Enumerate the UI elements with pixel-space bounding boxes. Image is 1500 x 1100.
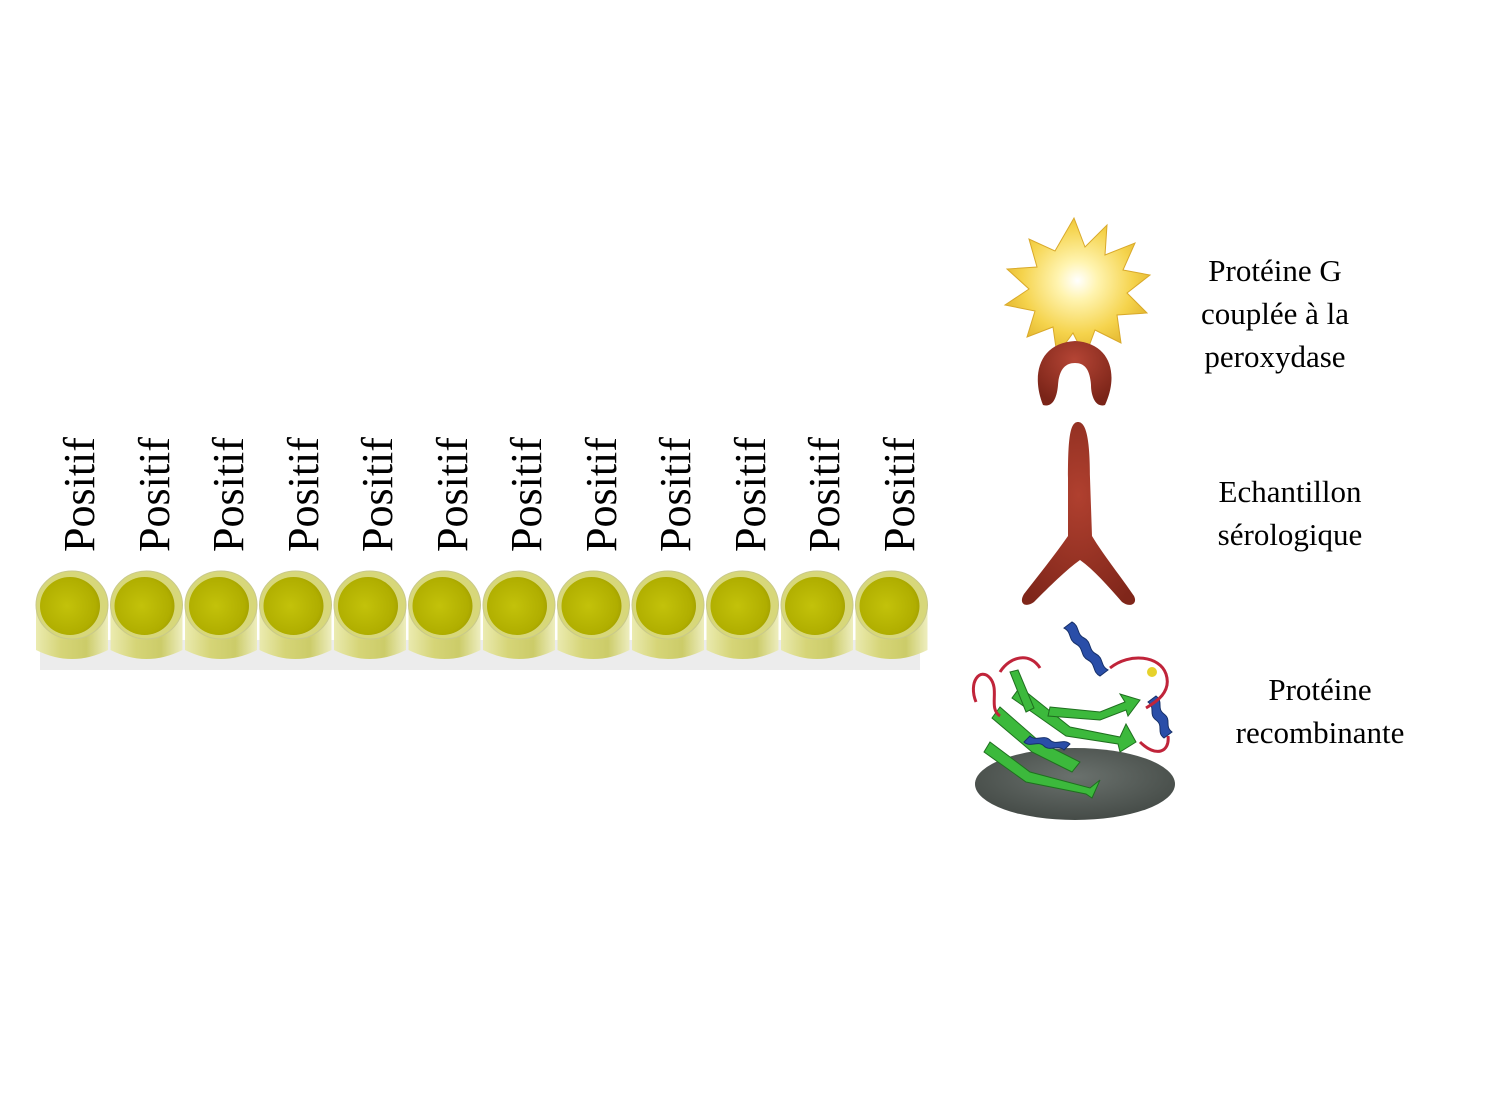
- well-label-7: Positif: [502, 437, 551, 552]
- legend-protein-g-line-3: peroxydase: [1204, 339, 1346, 374]
- well-label-2: Positif: [129, 437, 179, 552]
- disulfide-marker: [1147, 667, 1157, 677]
- legend-recombinant-line-1: Protéine: [1268, 672, 1372, 707]
- antibody-icon: [1021, 422, 1136, 605]
- well-label-12: Positif: [874, 437, 924, 552]
- well-label-4: Positif: [278, 437, 328, 552]
- well-label-text: Positif: [651, 437, 700, 552]
- coil-loops: [971, 656, 1170, 753]
- peroxydase-star: [1003, 216, 1152, 359]
- protein-g-peroxydase-icon: [1003, 216, 1152, 406]
- well-label-5: Positif: [353, 437, 402, 552]
- protein-g-shape: [1037, 341, 1112, 406]
- legend-sample-line-2: sérologique: [1217, 517, 1363, 552]
- well-6: [408, 570, 481, 659]
- well-8: [557, 570, 630, 659]
- legend-recombinant-line-2: recombinante: [1235, 715, 1405, 750]
- well-label-text: Positif: [129, 437, 179, 552]
- well-4: [259, 570, 332, 659]
- well-liquid: [785, 577, 845, 635]
- well-liquid: [859, 577, 920, 635]
- legend-label-sample: Echantillon sérologique: [1185, 470, 1395, 556]
- well-label-text: Positif: [278, 437, 328, 552]
- well-label-text: Positif: [502, 437, 551, 552]
- well-7: [482, 570, 556, 659]
- well-3: [184, 570, 258, 659]
- well-11: [780, 570, 854, 659]
- well-label-10: Positif: [725, 437, 775, 552]
- well-liquid: [412, 577, 473, 635]
- well-liquid: [561, 577, 622, 635]
- legend-label-protein-g: Protéine G couplée à la peroxydase: [1170, 249, 1380, 378]
- well-1: [35, 570, 109, 659]
- well-label-text: Positif: [55, 437, 104, 552]
- well-liquid: [263, 577, 324, 635]
- well-liquid: [636, 577, 696, 635]
- legend-protein-g-line-2: couplée à la: [1200, 296, 1350, 331]
- well-strip-graphic: [35, 570, 928, 670]
- well-label-8: Positif: [576, 437, 626, 552]
- well-label-3: Positif: [204, 437, 253, 552]
- well-label-text: Positif: [353, 437, 402, 552]
- well-5: [333, 570, 407, 659]
- well-9: [631, 570, 705, 659]
- recombinant-protein-icon: [971, 621, 1175, 820]
- alpha-helices: [1023, 621, 1173, 751]
- well-label-11: Positif: [800, 437, 849, 552]
- well-12: [855, 570, 928, 659]
- well-label-text: Positif: [204, 437, 253, 552]
- well-10: [706, 570, 779, 659]
- well-liquid: [710, 577, 771, 635]
- well-label-1: Positif: [55, 437, 104, 552]
- well-label-6: Positif: [427, 437, 477, 552]
- well-2: [110, 570, 183, 659]
- well-label-text: Positif: [576, 437, 626, 552]
- well-liquid: [40, 577, 100, 635]
- well-strip: Positif Positif Positif Positif Positif Posit…: [0, 0, 960, 700]
- legend-sample-line-1: Echantillon: [1218, 474, 1362, 509]
- legend-label-recombinant: Protéine recombinante: [1200, 668, 1440, 754]
- well-label-text: Positif: [725, 437, 775, 552]
- well-liquid: [114, 577, 175, 635]
- antibody-shape: [1021, 422, 1136, 605]
- well-label-text: Positif: [427, 437, 477, 552]
- well-label-text: Positif: [800, 437, 849, 552]
- legend-protein-g-line-1: Protéine G: [1208, 253, 1342, 288]
- well-label-9: Positif: [651, 437, 700, 552]
- well-liquid: [338, 577, 398, 635]
- well-liquid: [487, 577, 547, 635]
- well-liquid: [189, 577, 249, 635]
- well-label-text: Positif: [874, 437, 924, 552]
